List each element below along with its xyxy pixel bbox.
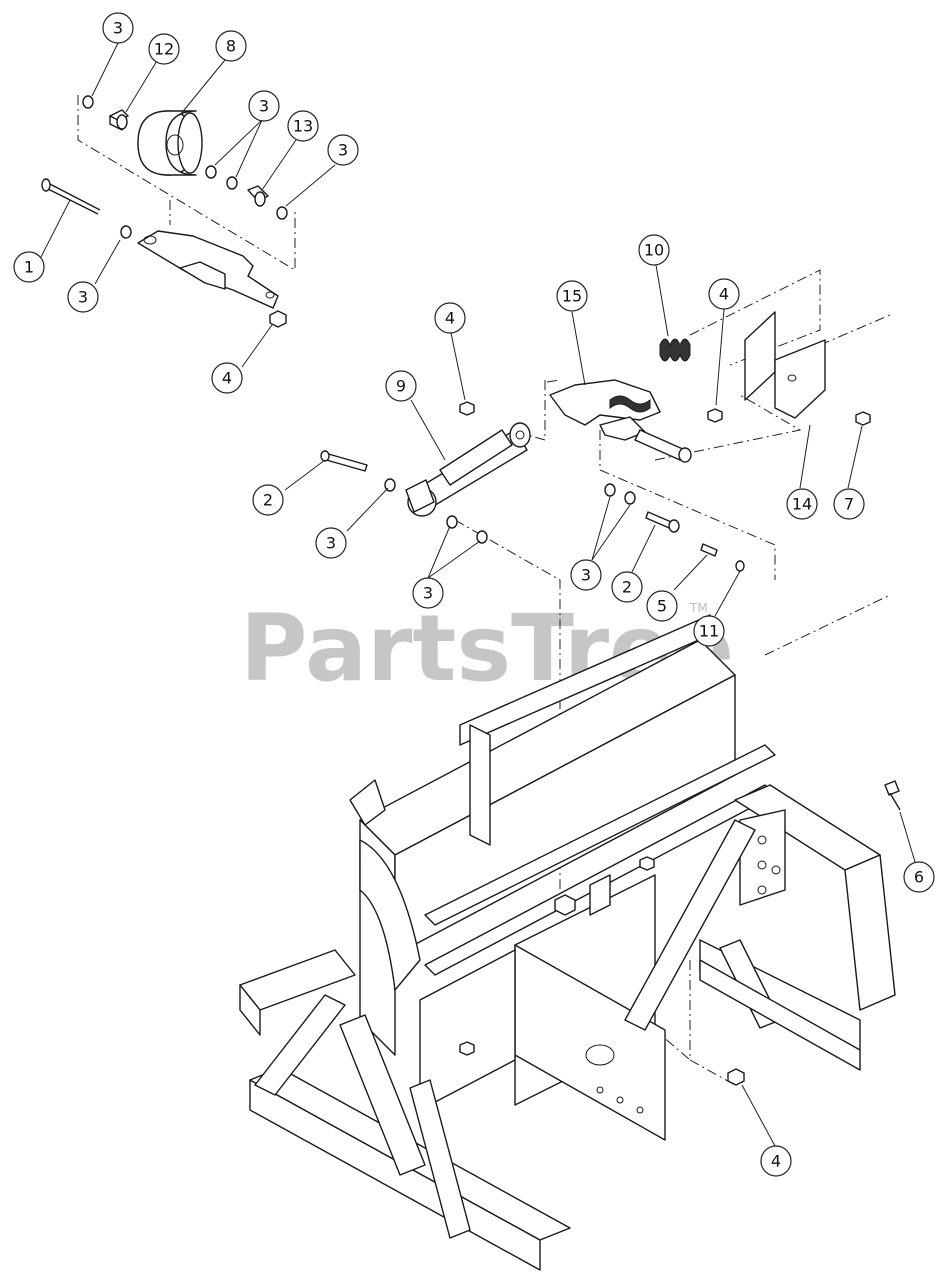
callout-label: 9 [396, 377, 406, 396]
callout-label: 3 [113, 19, 123, 38]
callout-2[interactable]: 2 [252, 484, 284, 516]
callout-6[interactable]: 6 [903, 861, 935, 893]
callout-label: 3 [423, 584, 433, 603]
bracket-part-14 [744, 311, 826, 419]
nut [727, 1068, 745, 1086]
spacer-part-13 [247, 185, 269, 207]
callout-label: 11 [699, 622, 719, 641]
callout-14[interactable]: 14 [786, 488, 818, 520]
callout-label: 3 [581, 566, 591, 585]
washer [205, 165, 217, 179]
callout-label: 14 [792, 495, 812, 514]
callout-1[interactable]: 1 [13, 251, 45, 283]
bolt-part-1 [41, 178, 101, 215]
callout-3[interactable]: 3 [248, 90, 280, 122]
callout-3[interactable]: 3 [412, 577, 444, 609]
callout-3[interactable]: 3 [102, 12, 134, 44]
nut [707, 408, 723, 423]
nut [269, 310, 287, 328]
callout-8[interactable]: 8 [215, 30, 247, 62]
callout-label: 4 [719, 285, 729, 304]
callout-15[interactable]: 15 [556, 280, 588, 312]
callout-3[interactable]: 3 [327, 134, 359, 166]
callout-label: 8 [226, 37, 236, 56]
callout-4[interactable]: 4 [434, 302, 466, 334]
washer [226, 176, 238, 190]
callout-label: 3 [326, 534, 336, 553]
spring-part-10 [659, 338, 691, 362]
callout-2[interactable]: 2 [611, 571, 643, 603]
callout-label: 4 [771, 1152, 781, 1171]
callout-4[interactable]: 4 [211, 362, 243, 394]
spacer-part-12 [109, 109, 129, 131]
callout-label: 3 [78, 288, 88, 307]
callout-label: 13 [293, 117, 313, 136]
main-frame [239, 614, 896, 1271]
watermark-trademark: TM [689, 601, 708, 615]
idler-pulley-assembly [41, 95, 288, 328]
callout-label: 15 [562, 287, 582, 306]
nut [855, 411, 871, 426]
callout-4[interactable]: 4 [760, 1145, 792, 1177]
washer [82, 95, 94, 109]
callout-label: 4 [222, 369, 232, 388]
callout-13[interactable]: 13 [287, 110, 319, 142]
washer [120, 225, 132, 239]
pulley-part-8 [137, 110, 203, 176]
callout-label: 10 [644, 241, 664, 260]
idler-bracket [137, 230, 279, 309]
callout-label: 2 [622, 578, 632, 597]
callout-9[interactable]: 9 [385, 370, 417, 402]
callout-7[interactable]: 7 [833, 488, 865, 520]
callout-4[interactable]: 4 [708, 278, 740, 310]
callout-label: 3 [338, 141, 348, 160]
callout-3[interactable]: 3 [570, 559, 602, 591]
callout-label: 1 [24, 258, 34, 277]
callout-label: 3 [259, 97, 269, 116]
callout-10[interactable]: 10 [638, 234, 670, 266]
callout-leaders [40, 42, 916, 1147]
cylinder-hardware [320, 401, 488, 544]
callout-label: 12 [154, 40, 174, 59]
callout-11[interactable]: 11 [693, 615, 725, 647]
callout-label: 5 [657, 597, 667, 616]
callout-label: 7 [844, 495, 854, 514]
callout-label: 6 [914, 868, 924, 887]
callout-3[interactable]: 3 [67, 281, 99, 313]
bolt-part-6 [884, 780, 901, 811]
washer [276, 206, 288, 220]
callout-12[interactable]: 12 [148, 33, 180, 65]
callout-3[interactable]: 3 [315, 527, 347, 559]
lift-cylinder-part-9 [405, 422, 531, 517]
callout-5[interactable]: 5 [646, 590, 678, 622]
callout-label: 4 [445, 309, 455, 328]
lift-arm-part-15 [549, 379, 692, 463]
arm-hardware [604, 483, 745, 572]
callout-label: 2 [263, 491, 273, 510]
